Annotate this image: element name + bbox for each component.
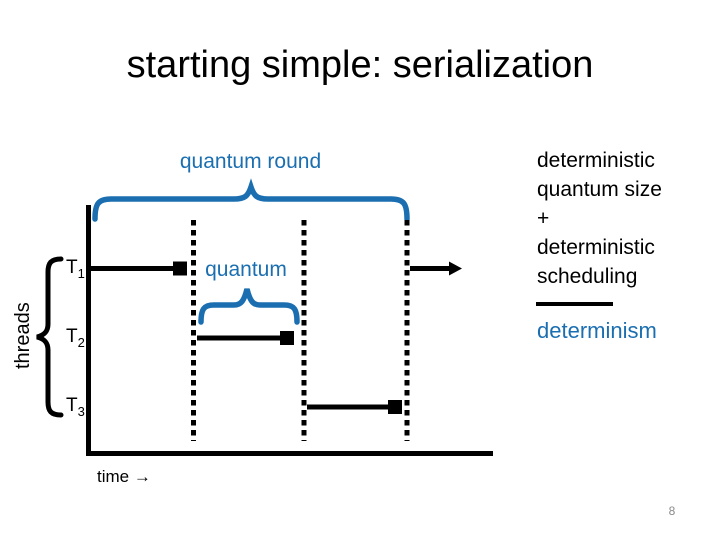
thread-label-t3: T3 <box>66 395 85 418</box>
thread-label-t1: T1 <box>66 257 85 280</box>
thread-label-t3-base: T <box>66 395 78 416</box>
thread-label-t2-sub: 2 <box>77 334 85 350</box>
thread-label-t2: T2 <box>66 326 85 349</box>
equation-line-3: + <box>537 207 550 230</box>
slide-page-number: 8 <box>668 504 676 518</box>
equation-block: deterministic quantum size + determinist… <box>537 146 712 291</box>
equation-line-5: scheduling <box>537 265 638 288</box>
t1-continuation-arrowhead <box>449 261 462 276</box>
threads-brace <box>36 256 64 418</box>
equation-line-1: deterministic <box>537 149 655 172</box>
t2-quantum-end-marker <box>280 331 294 345</box>
thread-label-t1-sub: 1 <box>77 265 85 281</box>
quantum-label: quantum <box>205 258 287 281</box>
time-axis-label: time → <box>97 467 151 486</box>
quantum-brace <box>198 288 300 325</box>
t3-quantum-end-marker <box>388 400 402 414</box>
thread-label-t1-base: T <box>66 257 78 278</box>
thread-label-t3-sub: 3 <box>77 403 85 419</box>
equation-result: determinism <box>537 318 657 343</box>
quantum-round-label: quantum round <box>179 150 322 173</box>
t1-quantum-end-marker <box>173 261 187 276</box>
equation-divider-line <box>536 302 613 306</box>
slide-title: starting simple: serialization <box>126 44 594 86</box>
thread-label-t2-base: T <box>66 326 78 347</box>
threads-axis-label: threads <box>12 302 34 370</box>
equation-line-2: quantum size <box>537 178 662 201</box>
equation-line-4: deterministic <box>537 236 655 259</box>
quantum-round-brace <box>92 178 410 222</box>
